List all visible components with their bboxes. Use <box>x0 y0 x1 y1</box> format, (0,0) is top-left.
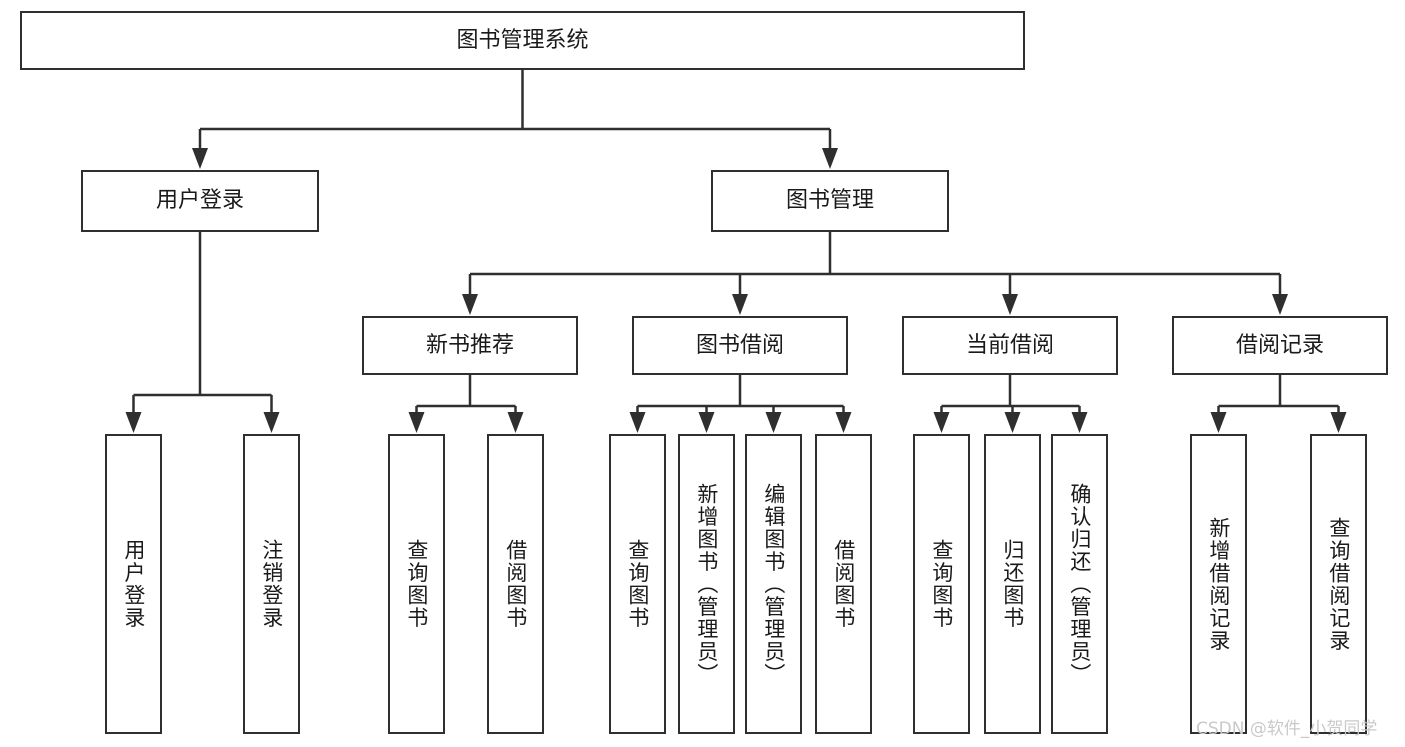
edge-current-borrow-to-leaf-confirm-return-admin <box>1071 406 1088 433</box>
node-label-leaf-query-book-2: 查询图书 <box>625 539 650 629</box>
node-label-leaf-query-book-3: 查询图书 <box>929 539 954 629</box>
edge-book-management-to-new-book-recommend <box>462 274 478 315</box>
arrowhead-icon <box>765 412 782 433</box>
edge-book-borrow-to-leaf-query-book-2 <box>629 406 646 433</box>
node-label-current-borrow: 当前借阅 <box>965 332 1054 358</box>
edge-book-borrow-to-leaf-edit-book-admin <box>765 406 782 433</box>
arrowhead-icon <box>698 412 715 433</box>
edge-new-book-recommend-to-leaf-borrow-book-1 <box>507 406 524 433</box>
node-user-login: 用户登录 <box>81 170 319 232</box>
node-new-book-recommend: 新书推荐 <box>362 316 578 375</box>
node-label-root: 图书管理系统 <box>456 27 589 53</box>
node-leaf-query-book-1: 查询图书 <box>388 434 445 734</box>
node-leaf-add-book-admin: 新增图书（管理员） <box>678 434 735 734</box>
node-leaf-query-borrow-record: 查询借阅记录 <box>1310 434 1367 734</box>
node-label-leaf-borrow-book-1: 借阅图书 <box>503 539 528 629</box>
node-leaf-query-book-3: 查询图书 <box>913 434 970 734</box>
node-label-leaf-return-book: 归还图书 <box>1000 539 1025 629</box>
node-leaf-query-book-2: 查询图书 <box>609 434 666 734</box>
node-leaf-edit-book-admin: 编辑图书（管理员） <box>745 434 802 734</box>
arrowhead-icon <box>507 412 524 433</box>
node-book-management: 图书管理 <box>711 170 949 232</box>
arrowhead-icon <box>1071 412 1088 433</box>
edge-user-login-to-leaf-user-login <box>125 395 142 433</box>
node-leaf-return-book: 归还图书 <box>984 434 1041 734</box>
edge-book-management-to-current-borrow <box>1002 274 1018 315</box>
node-root: 图书管理系统 <box>20 11 1025 70</box>
node-label-leaf-add-book-admin: 新增图书（管理员） <box>694 482 719 686</box>
arrowhead-icon <box>1272 294 1288 315</box>
arrowhead-icon <box>125 412 142 433</box>
arrowhead-icon <box>408 412 425 433</box>
arrowhead-icon <box>732 294 748 315</box>
edge-current-borrow-to-leaf-query-book-3 <box>933 406 950 433</box>
csdn-watermark: CSDN @软件_小贺同学 <box>1196 719 1378 739</box>
node-leaf-add-borrow-record: 新增借阅记录 <box>1190 434 1247 734</box>
arrowhead-icon <box>1004 412 1021 433</box>
node-label-book-borrow: 图书借阅 <box>695 332 784 358</box>
arrowhead-icon <box>1210 412 1227 433</box>
node-label-leaf-edit-book-admin: 编辑图书（管理员） <box>761 482 786 686</box>
edge-root-to-book-management <box>822 129 838 169</box>
node-label-new-book-recommend: 新书推荐 <box>425 332 514 358</box>
node-borrow-record: 借阅记录 <box>1172 316 1388 375</box>
edge-new-book-recommend-to-leaf-query-book-1 <box>408 406 425 433</box>
edge-user-login-to-leaf-logout-login <box>263 395 280 433</box>
node-label-book-management: 图书管理 <box>785 188 874 214</box>
node-label-user-login: 用户登录 <box>155 188 244 214</box>
edge-book-management-to-book-borrow <box>732 274 748 315</box>
arrowhead-icon <box>1330 412 1347 433</box>
arrowhead-icon <box>629 412 646 433</box>
node-label-leaf-logout-login: 注销登录 <box>259 539 284 629</box>
arrowhead-icon <box>192 148 208 169</box>
node-label-leaf-user-login: 用户登录 <box>121 539 146 629</box>
node-leaf-logout-login: 注销登录 <box>243 434 300 734</box>
arrowhead-icon <box>835 412 852 433</box>
node-book-borrow: 图书借阅 <box>632 316 848 375</box>
node-leaf-borrow-book-2: 借阅图书 <box>815 434 872 734</box>
arrowhead-icon <box>462 294 478 315</box>
arrowhead-icon <box>1002 294 1018 315</box>
edge-book-management-to-borrow-record <box>1272 274 1288 315</box>
node-leaf-borrow-book-1: 借阅图书 <box>487 434 544 734</box>
node-label-leaf-add-borrow-record: 新增借阅记录 <box>1206 516 1231 652</box>
node-label-leaf-borrow-book-2: 借阅图书 <box>831 539 856 629</box>
node-leaf-confirm-return-admin: 确认归还（管理员） <box>1051 434 1108 734</box>
arrowhead-icon <box>933 412 950 433</box>
node-label-leaf-confirm-return-admin: 确认归还（管理员） <box>1067 482 1092 686</box>
arrowhead-icon <box>822 148 838 169</box>
arrowhead-icon <box>263 412 280 433</box>
edge-current-borrow-to-leaf-return-book <box>1004 406 1021 433</box>
node-label-borrow-record: 借阅记录 <box>1235 332 1324 358</box>
edge-borrow-record-to-leaf-query-borrow-record <box>1330 406 1347 433</box>
node-label-leaf-query-book-1: 查询图书 <box>404 539 429 629</box>
node-current-borrow: 当前借阅 <box>902 316 1118 375</box>
edge-book-borrow-to-leaf-borrow-book-2 <box>835 406 852 433</box>
node-label-leaf-query-borrow-record: 查询借阅记录 <box>1326 516 1351 652</box>
node-leaf-user-login: 用户登录 <box>105 434 162 734</box>
edge-book-borrow-to-leaf-add-book-admin <box>698 406 715 433</box>
edge-root-to-user-login <box>192 129 208 169</box>
edge-borrow-record-to-leaf-add-borrow-record <box>1210 406 1227 433</box>
